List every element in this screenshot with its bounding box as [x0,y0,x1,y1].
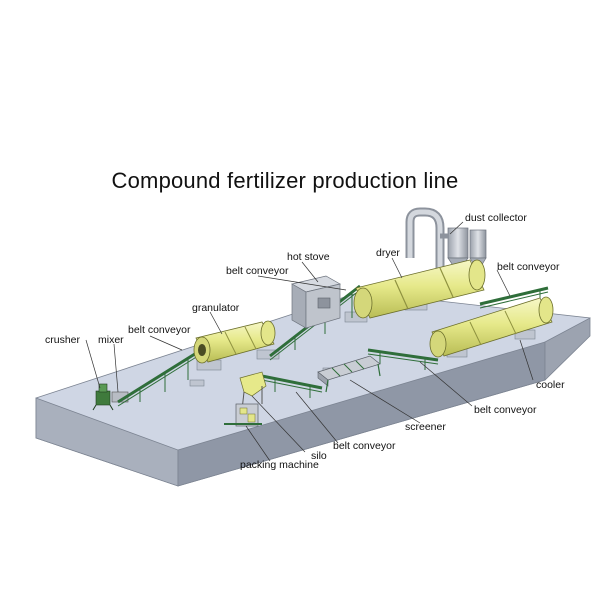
label-belt-conveyor-2: belt conveyor [226,265,289,277]
label-dust-collector: dust collector [465,212,527,224]
label-screener: screener [405,421,446,433]
belt-conveyor-5-graphic [261,374,323,398]
hot-stove [291,275,341,329]
granulator [193,320,276,364]
label-belt-conveyor-5: belt conveyor [333,440,396,452]
diagram-title: Compound fertilizer production line [111,168,459,193]
belt-conveyor-4-graphic [367,348,439,370]
label-silo: silo [311,450,327,462]
label-dryer: dryer [376,247,400,259]
dryer [353,259,486,319]
label-cooler: cooler [536,379,565,391]
label-belt-conveyor-4: belt conveyor [474,404,537,416]
label-hot-stove: hot stove [287,251,330,263]
cooler [429,296,554,358]
packing-machine [224,403,262,427]
label-crusher: crusher [45,334,81,346]
crusher [92,383,114,411]
screener [317,355,381,393]
label-mixer: mixer [98,334,124,346]
label-packing-machine: packing machine [240,459,319,471]
dust-collector [405,207,487,271]
leader-lines [85,221,534,462]
belt-conveyor-1-graphic [117,350,199,407]
label-belt-conveyor-3: belt conveyor [497,261,560,273]
label-granulator: granulator [192,302,240,314]
label-belt-conveyor-1: belt conveyor [128,324,191,336]
